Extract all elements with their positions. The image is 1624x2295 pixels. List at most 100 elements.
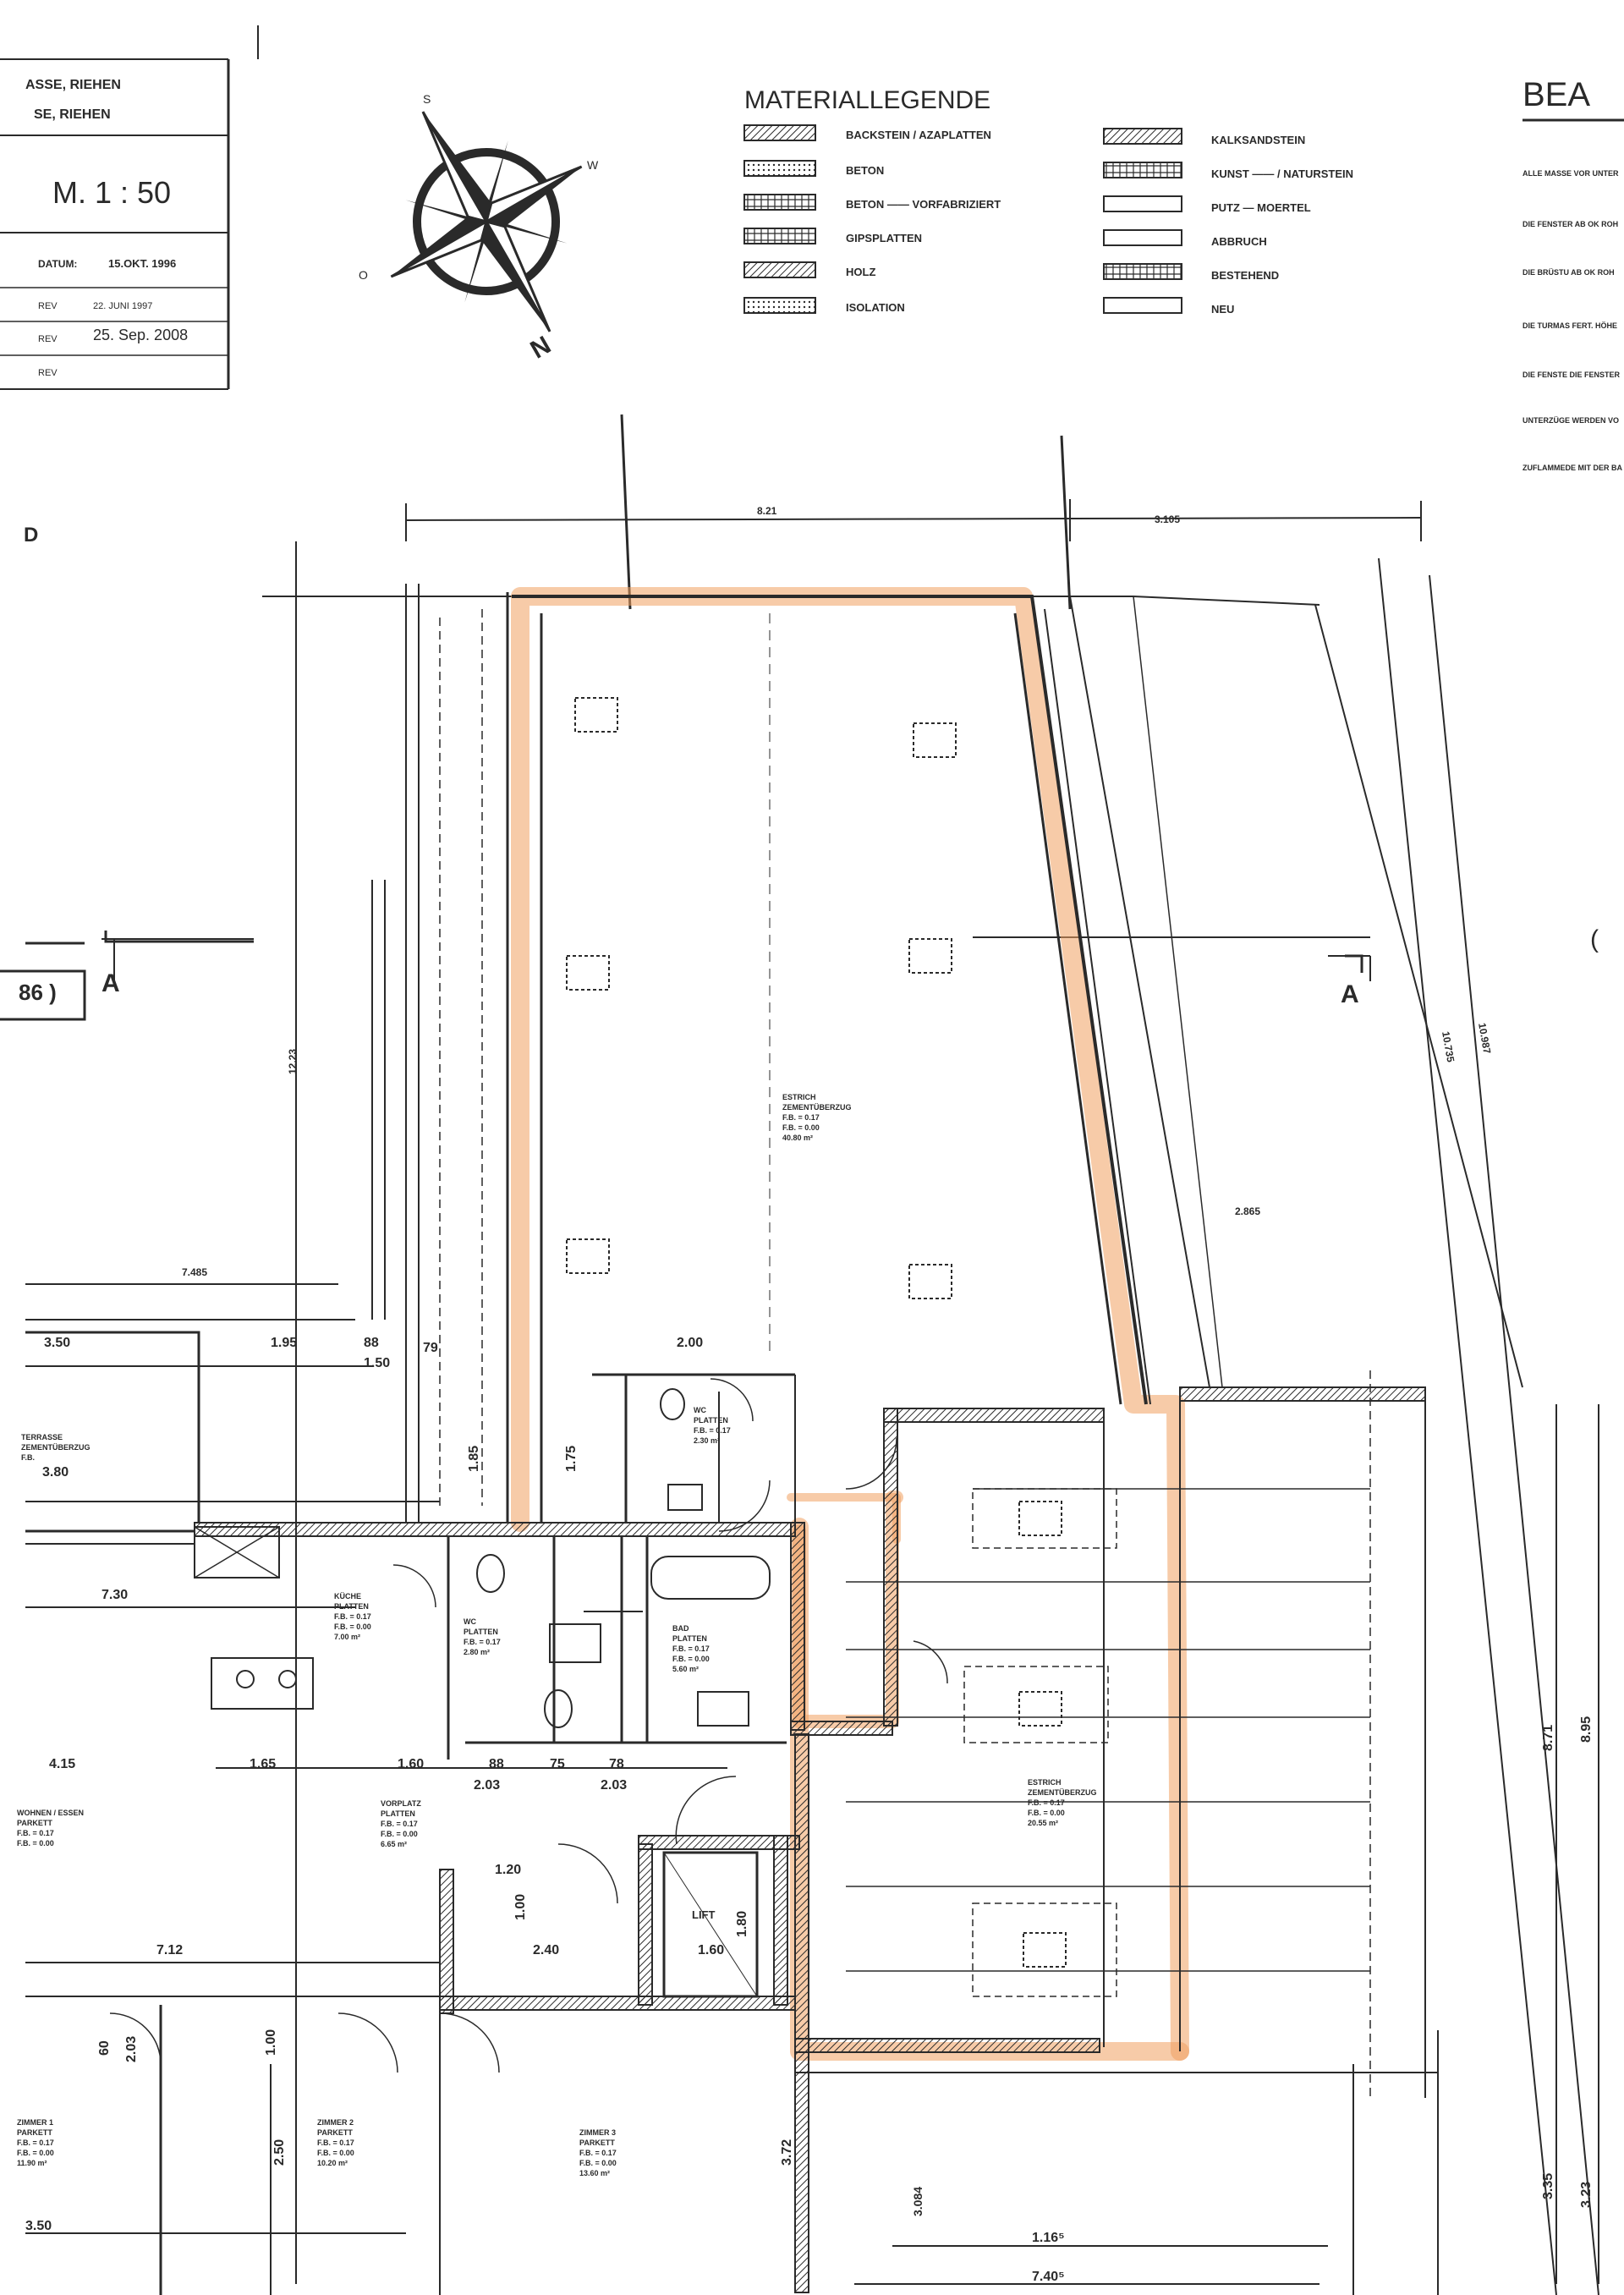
zimmer3-2: F.B. = 0.17 [579, 2149, 617, 2157]
dim-60: 60 [97, 2040, 112, 2056]
dim-100: 1.00 [264, 2029, 278, 2056]
wohnen-1: PARKETT [17, 1819, 52, 1827]
notes-column: BEA ALLE MASSE VOR UNTER DIE FENSTER AB … [1522, 76, 1624, 472]
dim-730: 7.30 [102, 1588, 128, 1602]
bad-1: PLATTEN [672, 1634, 707, 1643]
note-6: UNTERZÜGE WERDEN VO [1522, 416, 1619, 425]
kueche-2: F.B. = 0.17 [334, 1612, 371, 1621]
dim-203a: 2.03 [474, 1778, 500, 1793]
estrich-right-4: 20.55 m² [1028, 1819, 1058, 1827]
dim-165: 1.65 [250, 1757, 276, 1771]
estrich-right-2: F.B. = 0.17 [1028, 1798, 1065, 1807]
section-a-left: A [102, 969, 120, 997]
zimmer1-0: ZIMMER 1 [17, 2118, 53, 2127]
dim-415: 4.15 [49, 1757, 75, 1771]
dim-3084: 3.084 [911, 2187, 924, 2216]
dim-mid: 2.865 [1235, 1205, 1260, 1217]
dim-323: 3.23 [1579, 2182, 1594, 2208]
dim-250: 2.50 [272, 2139, 287, 2166]
zimmer1-1: PARKETT [17, 2128, 52, 2137]
note-1: ALLE MASSE VOR UNTER [1522, 169, 1619, 178]
dim-350: 3.50 [44, 1336, 70, 1350]
dim-right-2: 10.987 [1476, 1022, 1493, 1055]
dim-7485: 7.485 [182, 1266, 207, 1278]
dim-1165: 1.16⁵ [1032, 2231, 1065, 2245]
zimmer3-0: ZIMMER 3 [579, 2128, 616, 2137]
dim-195: 1.95 [271, 1336, 297, 1350]
compass-w: W [587, 158, 599, 172]
scale-label: M. 1 : 50 [52, 175, 171, 210]
legend-item-3: BETON —— VORFABRIZIERT [846, 198, 1001, 211]
kueche-1: PLATTEN [334, 1602, 369, 1611]
note-5: DIE FENSTE DIE FENSTER [1522, 371, 1621, 379]
zimmer1-2: F.B. = 0.17 [17, 2139, 54, 2147]
legend-item-6: ISOLATION [846, 301, 905, 314]
terrasse-0: TERRASSE [21, 1433, 63, 1441]
vorplatz-3: F.B. = 0.00 [381, 1830, 418, 1838]
bad-4: 5.60 m² [672, 1665, 699, 1673]
material-legend: MATERIALLEGENDE BACKSTEIN / AZAPLATTEN B… [743, 86, 1353, 316]
zimmer2-3: F.B. = 0.00 [317, 2149, 354, 2157]
dim-712: 7.12 [156, 1943, 183, 1957]
legend-item-5: HOLZ [846, 266, 875, 278]
vorplatz-0: VORPLATZ [381, 1799, 421, 1808]
kueche-4: 7.00 m² [334, 1633, 360, 1641]
estrich-top-3: F.B. = 0.00 [782, 1123, 820, 1132]
legend-item-12: NEU [1211, 303, 1234, 316]
wc-mid-3: 2.80 m² [464, 1648, 490, 1656]
estrich-right-1: ZEMENTÜBERZUG [1028, 1788, 1097, 1797]
zimmer3-3: F.B. = 0.00 [579, 2159, 617, 2167]
dim-200: 2.00 [677, 1336, 703, 1350]
legend-item-8: KUNST —— / NATURSTEIN [1211, 167, 1353, 180]
dim-871: 8.71 [1541, 1725, 1555, 1751]
dim-240: 2.40 [533, 1943, 559, 1957]
dim-185: 1.85 [467, 1446, 481, 1472]
dim-350b: 3.50 [25, 2219, 52, 2233]
legend-item-2: BETON [846, 164, 884, 177]
legend-item-4: GIPSPLATTEN [846, 232, 922, 244]
dim-160: 1.60 [398, 1757, 424, 1771]
rev1-label: REV [38, 301, 58, 311]
dim-88b: 88 [489, 1757, 504, 1771]
wohnen-0: WOHNEN / ESSEN [17, 1809, 84, 1817]
dim-180: 1.80 [735, 1911, 749, 1937]
rev3-label: REV [38, 368, 58, 378]
room-labels: ESTRICH ZEMENTÜBERZUG F.B. = 0.17 F.B. =… [17, 1093, 1097, 2177]
legend-item-10: ABBRUCH [1211, 235, 1267, 248]
dim-203c: 2.03 [124, 2036, 139, 2062]
estrich-top-2: F.B. = 0.17 [782, 1113, 820, 1122]
dimension-lines [25, 414, 1599, 2295]
dim-88: 88 [364, 1336, 379, 1350]
bad-3: F.B. = 0.00 [672, 1655, 710, 1663]
vorplatz-1: PLATTEN [381, 1809, 415, 1818]
note-2: DIE FENSTER AB OK ROH [1522, 220, 1618, 228]
kueche-3: F.B. = 0.00 [334, 1622, 371, 1631]
note-4: DIE TURMAS FERT. HÖHE [1522, 321, 1617, 330]
estrich-top-4: 40.80 m² [782, 1134, 813, 1142]
wohnen-3: F.B. = 0.00 [17, 1839, 54, 1848]
legend-item-7: KALKSANDSTEIN [1211, 134, 1305, 146]
wc-top-3: 2.30 m² [694, 1436, 720, 1445]
wc-top-1: PLATTEN [694, 1416, 728, 1425]
walls [25, 584, 1439, 2295]
note-7: ZUFLAMMEDE MIT DER BA [1522, 464, 1622, 472]
dim-right-1: 10.735 [1440, 1030, 1457, 1063]
bad-0: BAD [672, 1624, 689, 1633]
terrasse-1: ZEMENTÜBERZUG [21, 1443, 91, 1452]
dim-203b: 2.03 [601, 1778, 627, 1793]
dim-160b: 1.60 [698, 1943, 724, 1957]
legend-title: MATERIALLEGENDE [744, 86, 990, 114]
dim-78: 78 [609, 1757, 624, 1771]
wc-mid-1: PLATTEN [464, 1628, 498, 1636]
zimmer2-2: F.B. = 0.17 [317, 2139, 354, 2147]
dim-150: 1.50 [364, 1356, 390, 1370]
estrich-right-3: F.B. = 0.00 [1028, 1809, 1065, 1817]
vorplatz-4: 6.65 m² [381, 1840, 407, 1848]
rev2-label: REV [38, 334, 58, 344]
dim-79: 79 [423, 1341, 438, 1355]
edge-mark: D [24, 524, 38, 546]
ceiling-markers [566, 697, 1067, 1968]
wc-top-0: WC [694, 1406, 706, 1414]
datum-value: 15.OKT. 1996 [108, 257, 176, 270]
wc-mid-2: F.B. = 0.17 [464, 1638, 501, 1646]
